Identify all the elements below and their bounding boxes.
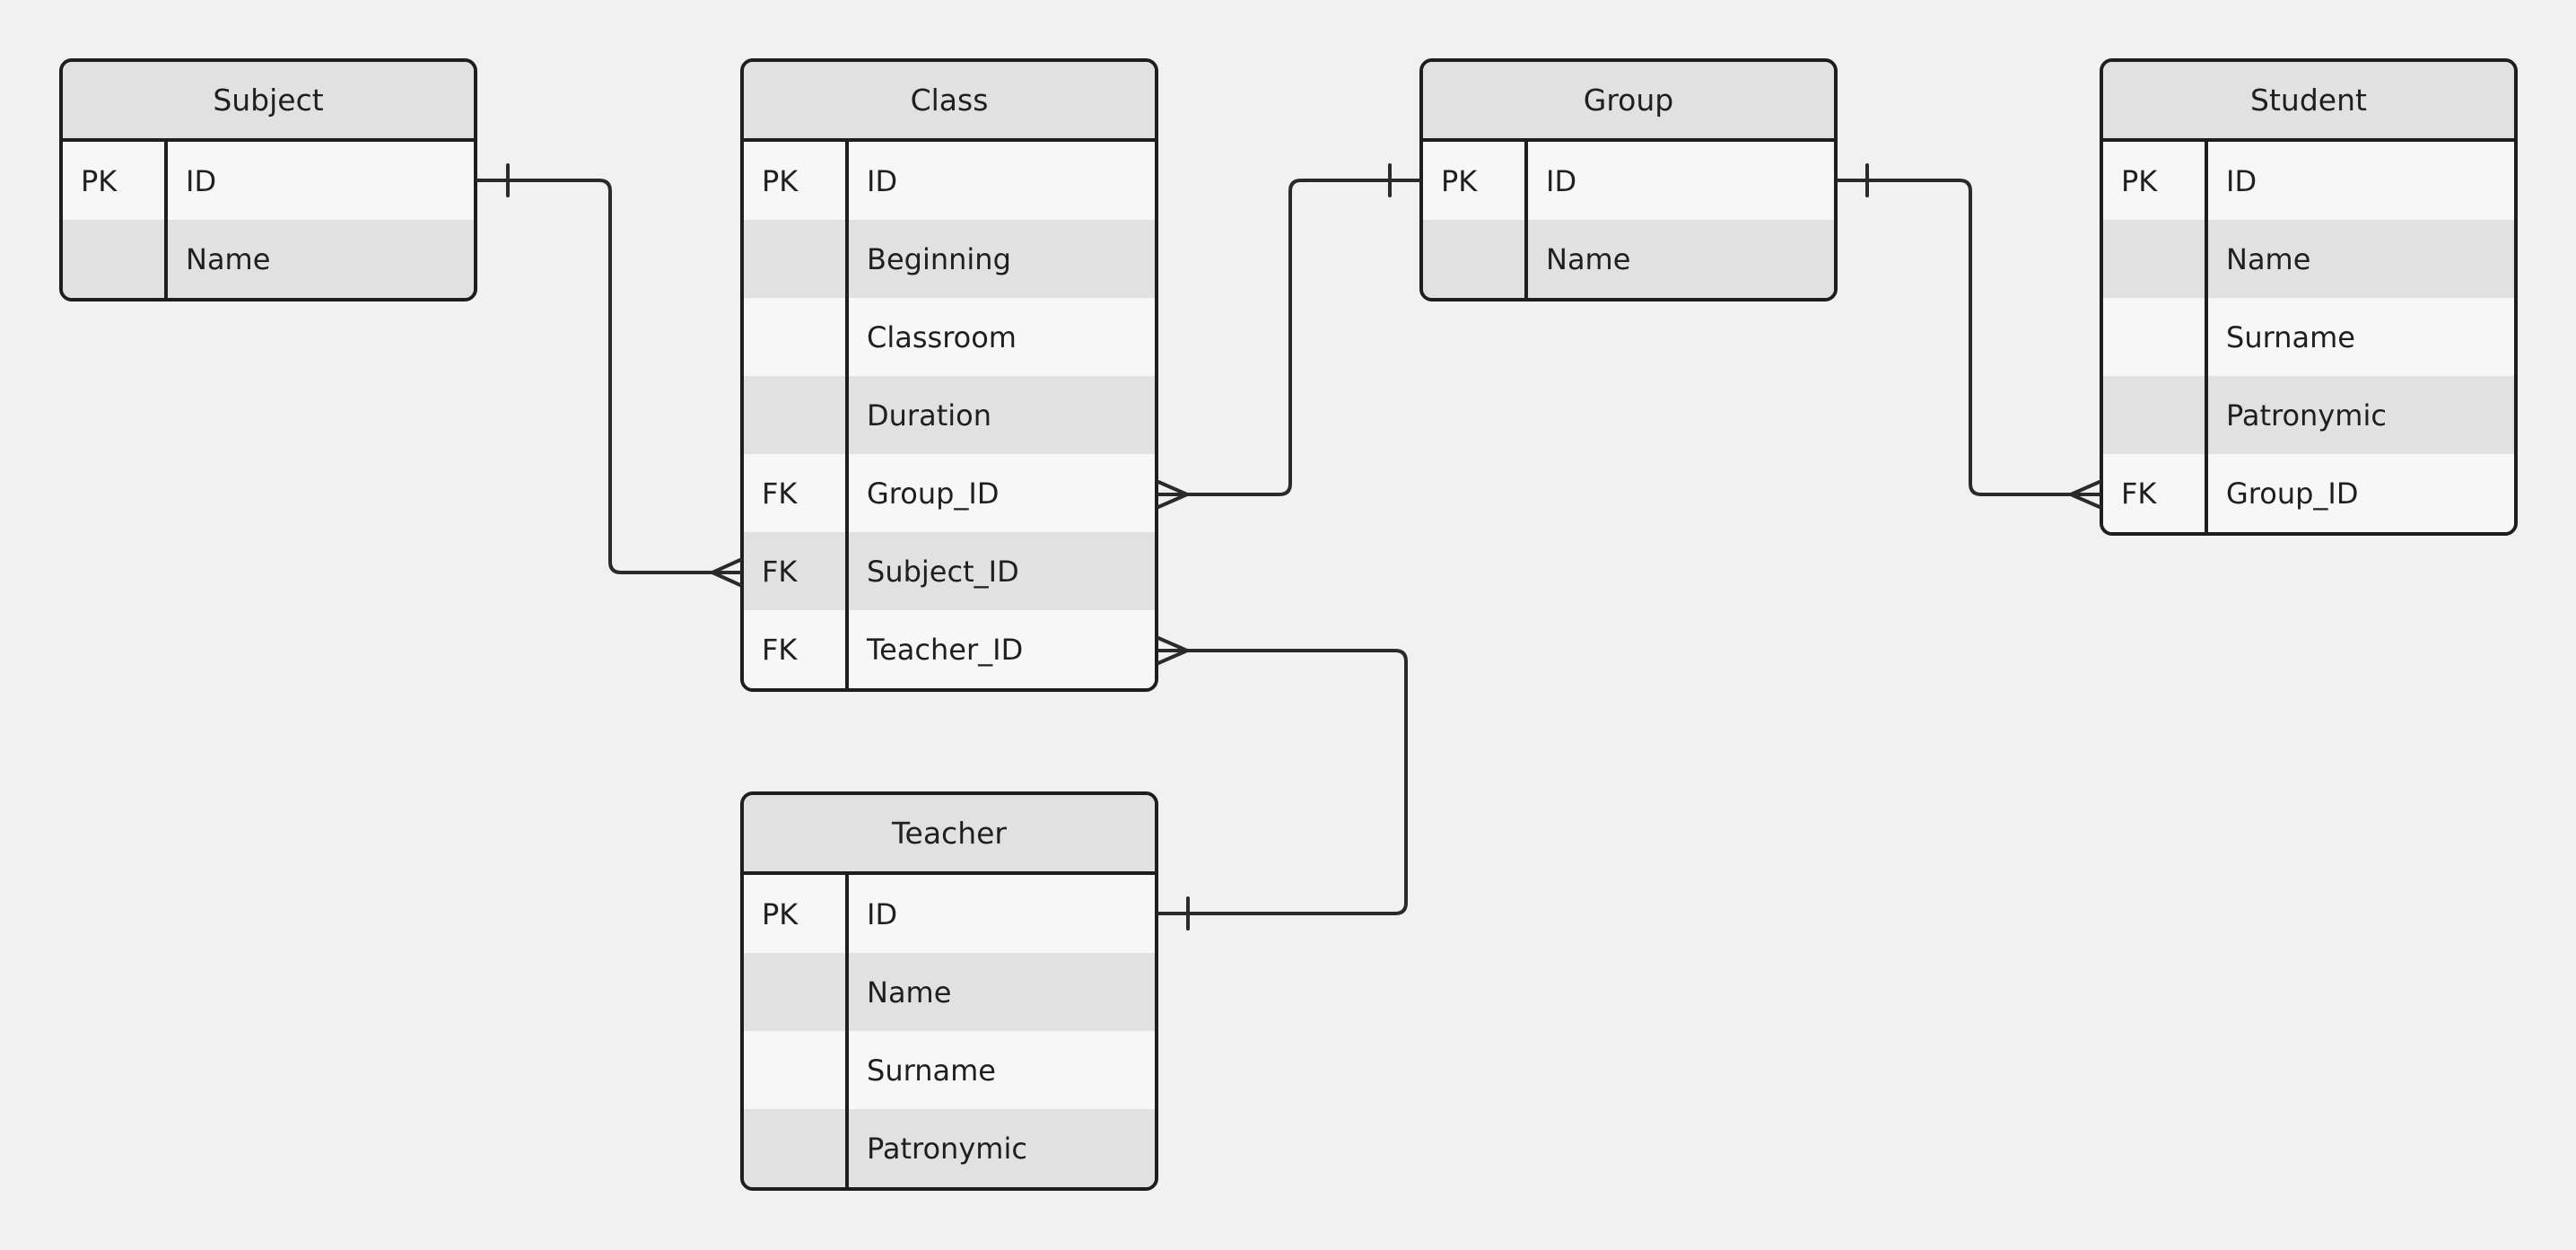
key-cell: FK bbox=[762, 554, 798, 589]
relation-teacher-class bbox=[1157, 636, 1408, 931]
crows-foot-icon bbox=[711, 558, 742, 587]
field-row[interactable]: Name bbox=[744, 953, 1155, 1031]
field-row[interactable]: Name bbox=[2103, 220, 2514, 298]
entity-body: PK ID Name bbox=[1423, 142, 1834, 298]
entity-title: Class bbox=[910, 83, 989, 118]
key-cell: PK bbox=[762, 163, 799, 198]
entity-title: Student bbox=[2250, 83, 2367, 118]
field-row[interactable]: PK ID bbox=[744, 875, 1155, 953]
relation-subject-class bbox=[476, 163, 742, 587]
key-cell: FK bbox=[2121, 476, 2157, 511]
connector-line bbox=[1157, 649, 1408, 915]
key-cell: PK bbox=[1441, 163, 1478, 198]
field-row[interactable]: Classroom bbox=[744, 298, 1155, 376]
key-cell: FK bbox=[762, 476, 798, 511]
entity-header: Student bbox=[2103, 62, 2514, 142]
entity-header: Group bbox=[1423, 62, 1834, 142]
entity-student[interactable]: Student PK ID Name Surname Patronymic FK… bbox=[2100, 58, 2518, 536]
field-cell: Beginning bbox=[867, 241, 1011, 276]
entity-subject[interactable]: Subject PK ID Name bbox=[59, 58, 477, 302]
entity-body: PK ID Beginning Classroom Duration FK Gr… bbox=[744, 142, 1155, 688]
relation-group-student bbox=[1836, 163, 2101, 509]
crows-foot-icon bbox=[1157, 636, 1189, 665]
field-row[interactable]: Surname bbox=[744, 1031, 1155, 1109]
field-row[interactable]: FK Subject_ID bbox=[744, 532, 1155, 610]
field-cell: Surname bbox=[867, 1053, 996, 1088]
crows-foot-icon bbox=[1157, 480, 1189, 509]
key-cell: PK bbox=[2121, 163, 2158, 198]
field-cell: ID bbox=[1546, 163, 1577, 198]
entity-header: Class bbox=[744, 62, 1155, 142]
field-row[interactable]: FK Teacher_ID bbox=[744, 610, 1155, 688]
field-cell: Name bbox=[186, 241, 271, 276]
field-row[interactable]: PK ID bbox=[744, 142, 1155, 220]
entity-body: PK ID Name bbox=[63, 142, 474, 298]
entity-header: Subject bbox=[63, 62, 474, 142]
field-cell: Group_ID bbox=[2226, 476, 2359, 511]
entity-class[interactable]: Class PK ID Beginning Classroom Duration… bbox=[740, 58, 1158, 692]
field-cell: Classroom bbox=[867, 319, 1017, 354]
key-cell: PK bbox=[81, 163, 118, 198]
field-cell: Teacher_ID bbox=[867, 632, 1024, 667]
field-row[interactable]: PK ID bbox=[63, 142, 474, 220]
field-cell: ID bbox=[867, 896, 898, 931]
field-cell: ID bbox=[2226, 163, 2257, 198]
entity-teacher[interactable]: Teacher PK ID Name Surname Patronymic bbox=[740, 791, 1158, 1191]
key-cell: PK bbox=[762, 896, 799, 931]
connector-line bbox=[1157, 179, 1421, 496]
field-cell: Name bbox=[2226, 241, 2311, 276]
field-row[interactable]: Name bbox=[1423, 220, 1834, 298]
crows-foot-icon bbox=[2069, 480, 2101, 509]
field-cell: Duration bbox=[867, 398, 991, 433]
field-row[interactable]: Duration bbox=[744, 376, 1155, 454]
field-cell: Group_ID bbox=[867, 476, 1000, 511]
field-cell: Name bbox=[867, 975, 952, 1010]
field-row[interactable]: PK ID bbox=[1423, 142, 1834, 220]
entity-body: PK ID Name Surname Patronymic bbox=[744, 875, 1155, 1187]
field-cell: Name bbox=[1546, 241, 1631, 276]
connector-line bbox=[476, 179, 742, 574]
entity-group[interactable]: Group PK ID Name bbox=[1419, 58, 1838, 302]
field-row[interactable]: PK ID bbox=[2103, 142, 2514, 220]
field-cell: ID bbox=[867, 163, 898, 198]
field-row[interactable]: FK Group_ID bbox=[2103, 454, 2514, 532]
field-cell: Patronymic bbox=[867, 1131, 1027, 1166]
field-cell: Surname bbox=[2226, 319, 2355, 354]
field-row[interactable]: FK Group_ID bbox=[744, 454, 1155, 532]
entity-body: PK ID Name Surname Patronymic FK Group_I… bbox=[2103, 142, 2514, 532]
key-cell: FK bbox=[762, 632, 798, 667]
field-row[interactable]: Surname bbox=[2103, 298, 2514, 376]
field-cell: Subject_ID bbox=[867, 554, 1019, 589]
field-row[interactable]: Name bbox=[63, 220, 474, 298]
field-row[interactable]: Patronymic bbox=[744, 1109, 1155, 1187]
entity-title: Teacher bbox=[891, 816, 1007, 851]
entity-title: Subject bbox=[213, 83, 324, 118]
field-row[interactable]: Patronymic bbox=[2103, 376, 2514, 454]
field-cell: ID bbox=[186, 163, 217, 198]
entity-header: Teacher bbox=[744, 795, 1155, 875]
relation-group-class bbox=[1157, 163, 1421, 509]
entity-title: Group bbox=[1583, 83, 1674, 118]
field-row[interactable]: Beginning bbox=[744, 220, 1155, 298]
field-cell: Patronymic bbox=[2226, 398, 2387, 433]
connector-line bbox=[1836, 179, 2101, 496]
